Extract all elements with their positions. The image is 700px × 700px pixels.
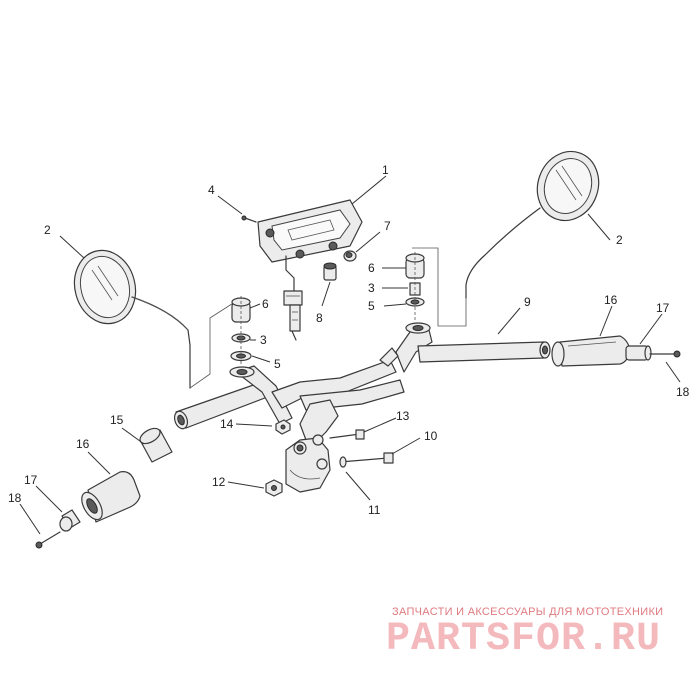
label-grip-right: 16 bbox=[604, 293, 618, 307]
leader-lines bbox=[19, 175, 681, 535]
label-clamp: 11 bbox=[368, 503, 381, 517]
label-screw-top: 4 bbox=[208, 183, 215, 197]
label-grip-left: 16 bbox=[76, 437, 90, 451]
nut-top bbox=[343, 250, 357, 262]
label-end-screw-left: 18 bbox=[8, 491, 22, 505]
left-grip-parts bbox=[35, 427, 173, 549]
handlebar-frame bbox=[173, 322, 551, 461]
clamp-assembly bbox=[265, 419, 394, 497]
label-washer-right: 3 bbox=[368, 281, 375, 295]
watermark-logo: PARTSFOR.RU bbox=[386, 617, 662, 662]
callout-labels: 1 2 2 4 7 8 6 3 5 6 3 5 9 15 16 17 18 13… bbox=[8, 163, 690, 517]
label-bushing-right: 6 bbox=[368, 261, 375, 275]
label-ring-right: 5 bbox=[368, 299, 375, 313]
right-mirror bbox=[412, 150, 600, 327]
label-bushing-left: 6 bbox=[262, 297, 269, 311]
screw-top bbox=[241, 215, 257, 223]
label-speedometer: 1 bbox=[382, 163, 389, 177]
label-end-weight-right: 17 bbox=[656, 301, 670, 315]
label-nut-upper: 14 bbox=[220, 417, 234, 431]
label-ring-left: 5 bbox=[274, 357, 281, 371]
label-frame-bar: 9 bbox=[524, 295, 531, 309]
label-end-weight-left: 17 bbox=[24, 473, 38, 487]
label-washer-left: 3 bbox=[260, 333, 267, 347]
label-grip-sleeve: 15 bbox=[110, 413, 124, 427]
left-bushing-stack bbox=[230, 296, 252, 366]
label-mirror-left: 2 bbox=[44, 223, 51, 237]
label-bolt-upper: 13 bbox=[396, 409, 410, 423]
speedometer bbox=[257, 199, 363, 341]
label-mirror-right: 2 bbox=[616, 233, 623, 247]
right-grip-parts bbox=[551, 335, 681, 367]
bolt-mount bbox=[323, 262, 337, 281]
left-mirror bbox=[73, 249, 239, 389]
label-end-screw-right: 18 bbox=[676, 385, 690, 399]
watermark-caption: ЗАПЧАСТИ И АКСЕССУАРЫ ДЛЯ МОТОТЕХНИКИ bbox=[392, 606, 664, 618]
right-bushing-stack bbox=[405, 252, 425, 322]
label-bolt-mount: 8 bbox=[316, 311, 323, 325]
label-nut-top: 7 bbox=[384, 219, 391, 233]
label-nut-lower: 12 bbox=[212, 475, 226, 489]
label-bolt-lower: 10 bbox=[424, 429, 438, 443]
